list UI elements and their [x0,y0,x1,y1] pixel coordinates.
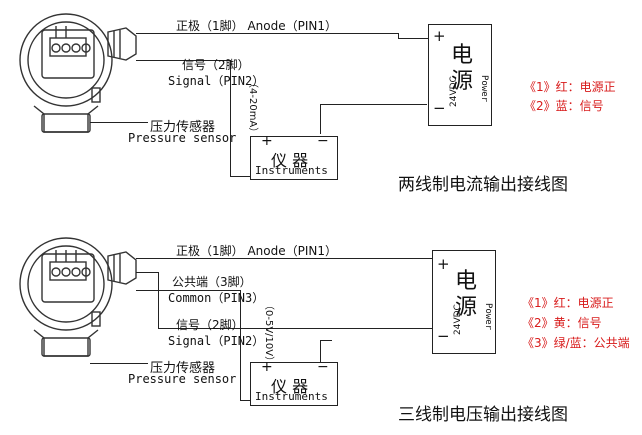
power-minus: − [437,327,450,345]
legend-item: 《1》红：电源正 [522,296,614,310]
instrument-label-cn: 仪 器 [271,151,309,170]
sensor-label-cn: 压力传感器 [150,120,216,135]
power-label-cn-2: 源 [451,69,474,94]
legend-item: 《1》红：电源正 [524,80,616,94]
signal-label-en: Signal（PIN2） [168,334,265,348]
anode-label: 正极（1脚） Anode（PIN1） [176,19,337,33]
power-label-en: Power [483,303,493,331]
signal-label-en: Signal（PIN2） [168,74,265,88]
instrument-minus: − [317,133,329,149]
pressure-sensor-icon [19,237,137,357]
common-label-cn: 公共端（3脚） [172,275,252,289]
instrument-box: + − 仪 器 Instruments [250,359,338,406]
legend-item: 《2》蓝：信号 [524,99,604,113]
range-label: （4-20mA） [247,78,258,138]
common-label-en: Common（PIN3） [168,291,265,305]
power-label-cn-1: 电 [451,43,474,68]
range-label: （0-5V/10V） [263,300,274,367]
signal-label-cn: 信号（2脚） [182,58,250,72]
power-voltage: 24VDC [449,76,459,107]
power-plus: + [433,27,446,45]
power-label-cn-1: 电 [455,269,478,294]
instrument-plus: + [261,359,273,375]
power-label-cn-2: 源 [455,295,478,320]
power-voltage: 24VDC [453,304,463,335]
instrument-minus: − [317,359,329,375]
instrument-label-en: Instruments [255,390,328,403]
power-supply-box: + − 电 源 24VDC Power [432,250,496,354]
instrument-label-en: Instruments [255,164,328,177]
legend-item: 《3》绿/蓝：公共端 [522,336,630,350]
power-minus: − [433,99,446,117]
sensor-label-cn: 压力传感器 [150,361,216,376]
signal-label-cn: 信号（2脚） [176,318,244,332]
anode-label: 正极（1脚） Anode（PIN1） [176,244,337,258]
pressure-sensor-icon [19,13,137,133]
diagram-caption: 三线制电压输出接线图 [398,405,568,425]
sensor-label-en: Pressure sensor [128,131,237,145]
instrument-box: + − 仪 器 Instruments [250,133,338,180]
legend-item: 《2》黄：信号 [522,316,602,330]
power-plus: + [437,255,450,273]
power-label-en: Power [479,75,489,103]
diagram-caption: 两线制电流输出接线图 [398,175,568,195]
instrument-label-cn: 仪 器 [271,377,309,396]
instrument-plus: + [261,133,273,149]
sensor-label-en: Pressure sensor [128,372,237,386]
power-supply-box: + − 电 源 24VDC Power [428,24,492,126]
